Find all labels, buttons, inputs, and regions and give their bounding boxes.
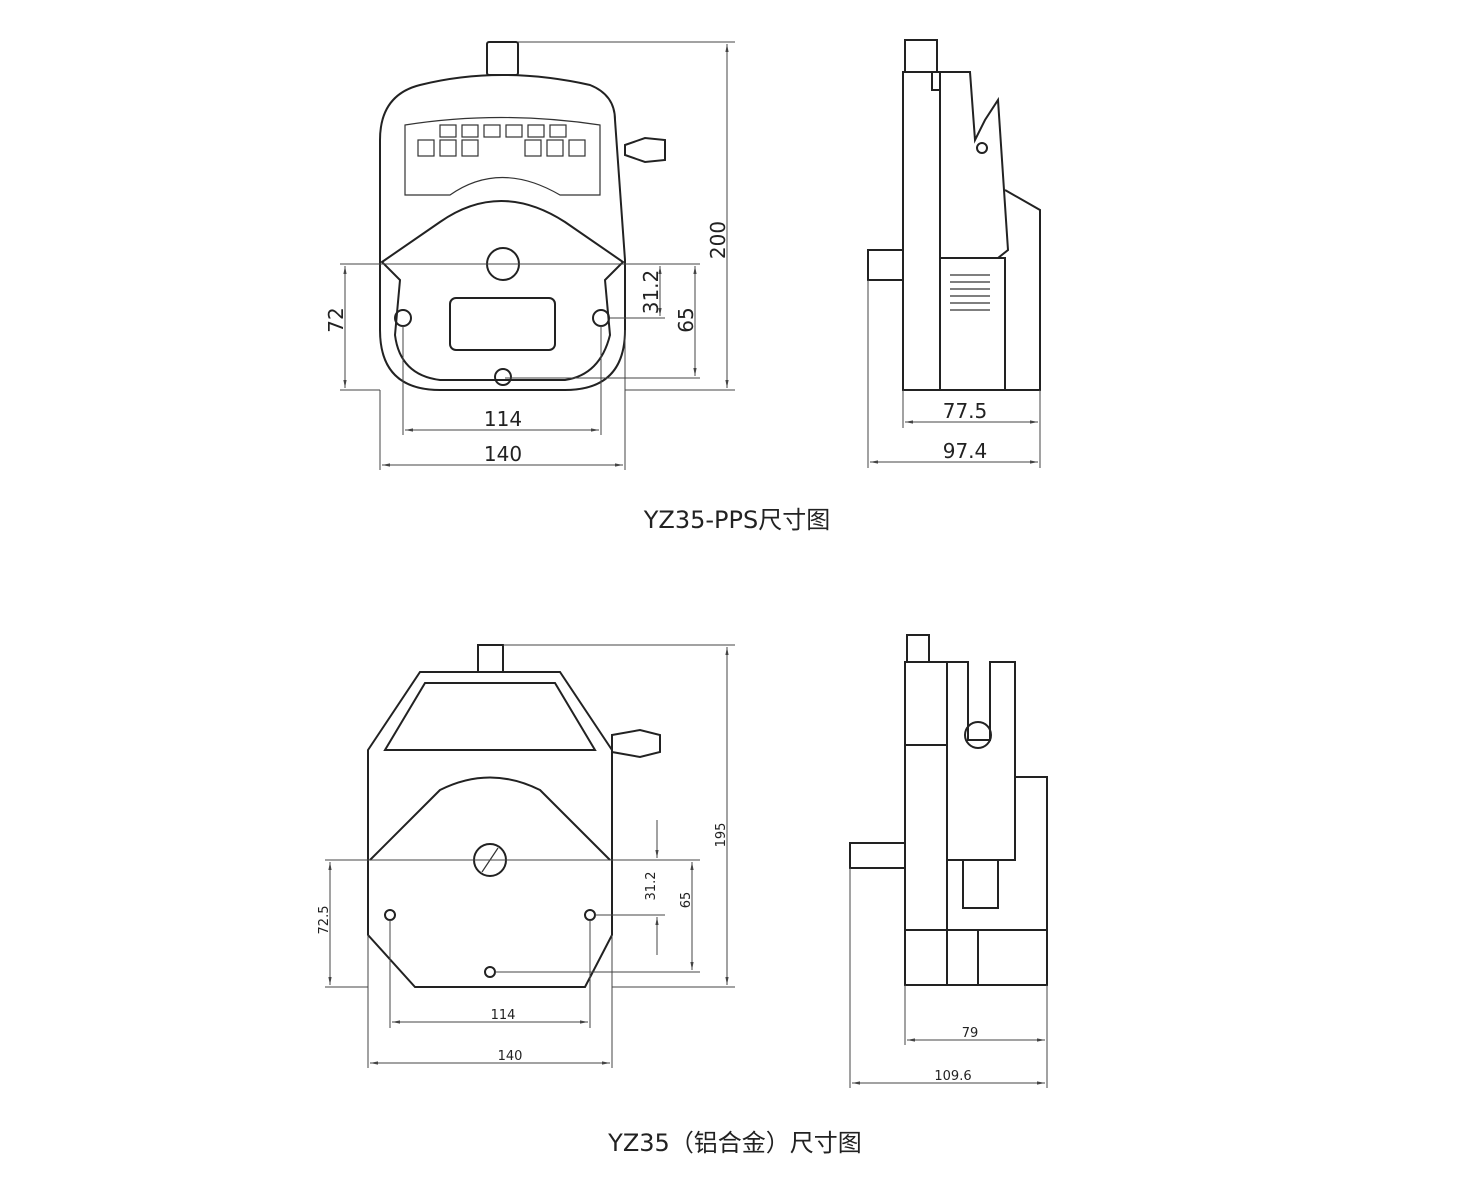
- pps-side-dimensions: 77.5 97.4: [867, 280, 1041, 468]
- alu-top-knob: [477, 644, 504, 673]
- alu-caption: YZ35（铝合金）尺寸图: [607, 1129, 862, 1157]
- pps-side-main-body: [902, 71, 941, 391]
- alu-dim-mount-height: 72.5: [317, 906, 332, 935]
- alu-dim-width: 140: [498, 1049, 523, 1064]
- pps-side-shaft: [867, 249, 904, 281]
- pps-pump-head: [380, 200, 625, 381]
- pps-screw-bottom: [494, 368, 512, 386]
- alu-side-view: [849, 634, 1048, 986]
- alu-dim-hole-height: 65: [679, 892, 694, 909]
- alu-dim-depth-inner: 79: [962, 1026, 979, 1041]
- pps-side-motor: [1004, 189, 1041, 391]
- alu-hole-right: [584, 909, 596, 921]
- alu-dim-hole-span: 114: [491, 1008, 516, 1023]
- alu-side-motor: [904, 776, 1048, 986]
- pps-dim-depth-total: 97.4: [943, 439, 988, 463]
- pps-front-dimensions: 200 72 31.2 65 114 140: [324, 41, 735, 470]
- alu-side-shaft: [849, 842, 906, 869]
- pps-housing-outline: [379, 74, 626, 391]
- pps-side-head: [939, 257, 1006, 391]
- alu-hole-bottom: [484, 966, 496, 978]
- pps-dim-hole-span: 114: [484, 407, 522, 431]
- pps-button-grid: [417, 124, 586, 157]
- pps-dim-width: 140: [484, 442, 522, 466]
- alu-front-view: [367, 644, 661, 988]
- alu-pump-cover: [369, 776, 611, 861]
- pps-side-lever-profile: [903, 71, 1010, 259]
- alu-side-lever: [611, 728, 661, 759]
- alu-side-pivot: [964, 721, 992, 749]
- pps-side-lever: [624, 136, 666, 164]
- alu-side-main-body: [904, 661, 948, 986]
- alu-housing-outline: [367, 671, 613, 988]
- pps-caption: YZ35-PPS尺寸图: [643, 506, 830, 534]
- pps-dim-offset: 31.2: [639, 270, 663, 315]
- alu-side-knob: [906, 634, 930, 663]
- alu-side-dimensions: 79 109.6: [849, 868, 1048, 1088]
- pps-dim-height: 200: [706, 221, 730, 259]
- pps-side-view: [867, 39, 1041, 391]
- alu-top-panel: [383, 682, 597, 751]
- pps-top-knob: [486, 41, 519, 76]
- pps-side-pivot: [976, 142, 988, 154]
- alu-hole-left: [384, 909, 396, 921]
- pps-dim-depth-inner: 77.5: [943, 399, 988, 423]
- alu-side-lower-block: [962, 859, 999, 909]
- alu-dim-depth-total: 109.6: [934, 1069, 971, 1084]
- pps-side-knob: [904, 39, 938, 73]
- pps-display-panel: [404, 116, 601, 196]
- alu-front-dimensions: 195 72.5 31.2 65 114 140: [317, 644, 735, 1068]
- pps-dim-mount-height: 72: [324, 307, 348, 332]
- pps-side-spring: [950, 274, 990, 311]
- pps-screw-right: [592, 309, 610, 327]
- alu-side-clamp: [946, 661, 1016, 861]
- pps-dim-hole-height: 65: [674, 307, 698, 332]
- pps-front-view: [379, 41, 666, 391]
- alu-dim-offset: 31.2: [644, 872, 659, 901]
- alu-dim-height: 195: [714, 823, 729, 848]
- pps-window: [449, 297, 556, 351]
